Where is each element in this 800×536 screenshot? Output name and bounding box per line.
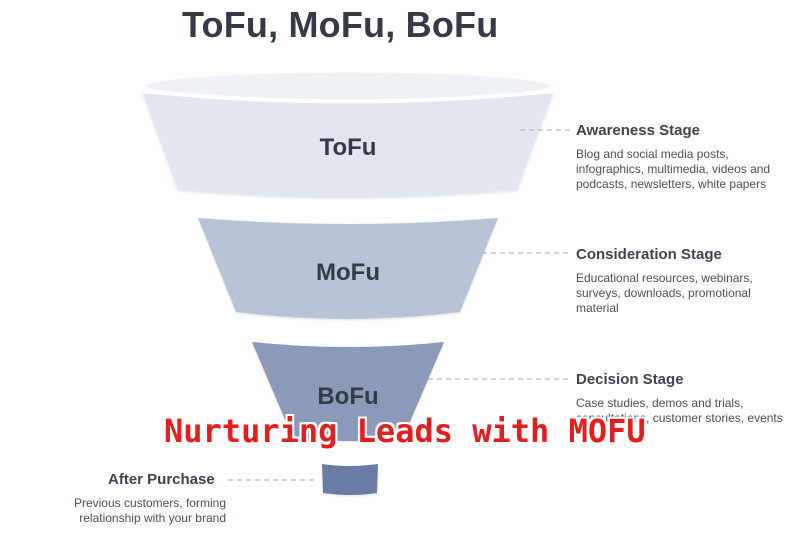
tofu-segment xyxy=(143,94,553,198)
bofu-segment xyxy=(252,342,444,441)
after-purchase-description: Previous customers, forming relationship… xyxy=(73,496,226,525)
mofu-label: MoFu xyxy=(316,259,380,286)
diagram-title: ToFu, MoFu, BoFu xyxy=(182,4,499,45)
decision-stage-description: Case studies, demos and trials, consulta… xyxy=(576,396,783,425)
after-purchase-segment xyxy=(322,464,378,495)
tofu-label: ToFu xyxy=(319,134,377,161)
consideration-stage-heading: Consideration Stage xyxy=(576,246,722,263)
mofu-segment xyxy=(198,218,498,319)
consideration-stage-description: Educational resources, webinars, surveys… xyxy=(576,271,753,315)
bofu-label: BoFu xyxy=(317,383,379,410)
decision-stage-heading: Decision Stage xyxy=(576,371,684,388)
awareness-stage-heading: Awareness Stage xyxy=(576,122,700,139)
overlay-caption: Nurturing Leads with MOFU xyxy=(164,412,646,450)
awareness-stage-description: Blog and social media posts, infographic… xyxy=(576,147,771,191)
after-purchase-heading: After Purchase xyxy=(108,471,215,488)
